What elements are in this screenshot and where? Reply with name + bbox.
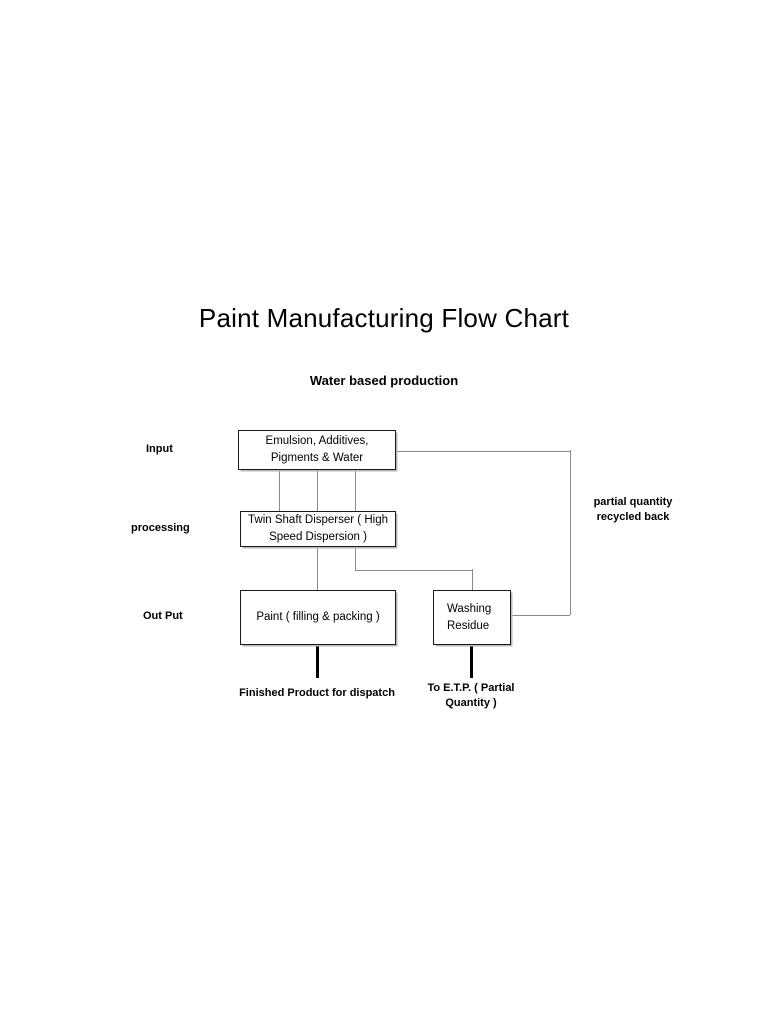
connector-recycle-bottom [511, 614, 570, 616]
node-disperser-label: Twin Shaft Disperser ( High Speed Disper… [248, 514, 388, 543]
node-washing-residue[interactable]: Washing Residue [433, 590, 511, 645]
page-subtitle: Water based production [309, 373, 459, 388]
node-washing-residue-label: Washing Residue [447, 602, 492, 632]
node-paint-label: Paint ( filling & packing ) [256, 611, 380, 624]
annotation-to-etp: To E.T.P. ( Partial Quantity ) [427, 682, 515, 709]
annotation-recycled-back: partial quantity recycled back [593, 496, 673, 523]
stage-label-processing: processing [131, 522, 190, 534]
connector-disperser-washing-down [355, 546, 357, 571]
stem-finished-product [316, 645, 319, 678]
stage-label-input: Input [146, 443, 173, 455]
connector-input-disperser-1 [279, 469, 281, 512]
node-raw-materials-label: Emulsion, Additives, Pigments & Water [265, 435, 369, 464]
node-disperser[interactable]: Twin Shaft Disperser ( High Speed Disper… [240, 511, 396, 547]
connector-disperser-washing-across [355, 569, 473, 571]
connector-disperser-paint [317, 546, 319, 591]
connector-recycle-right [569, 450, 571, 615]
page-title: Paint Manufacturing Flow Chart [198, 303, 570, 333]
connector-input-disperser-2 [317, 469, 319, 512]
connector-recycle-top [396, 450, 571, 452]
connector-input-disperser-3 [355, 469, 357, 512]
node-paint[interactable]: Paint ( filling & packing ) [240, 590, 396, 645]
stage-label-output: Out Put [143, 610, 183, 622]
stem-to-etp [470, 645, 473, 678]
connector-disperser-washing-drop [471, 569, 473, 591]
annotation-finished-product: Finished Product for dispatch [239, 687, 395, 699]
node-raw-materials[interactable]: Emulsion, Additives, Pigments & Water [238, 430, 396, 470]
